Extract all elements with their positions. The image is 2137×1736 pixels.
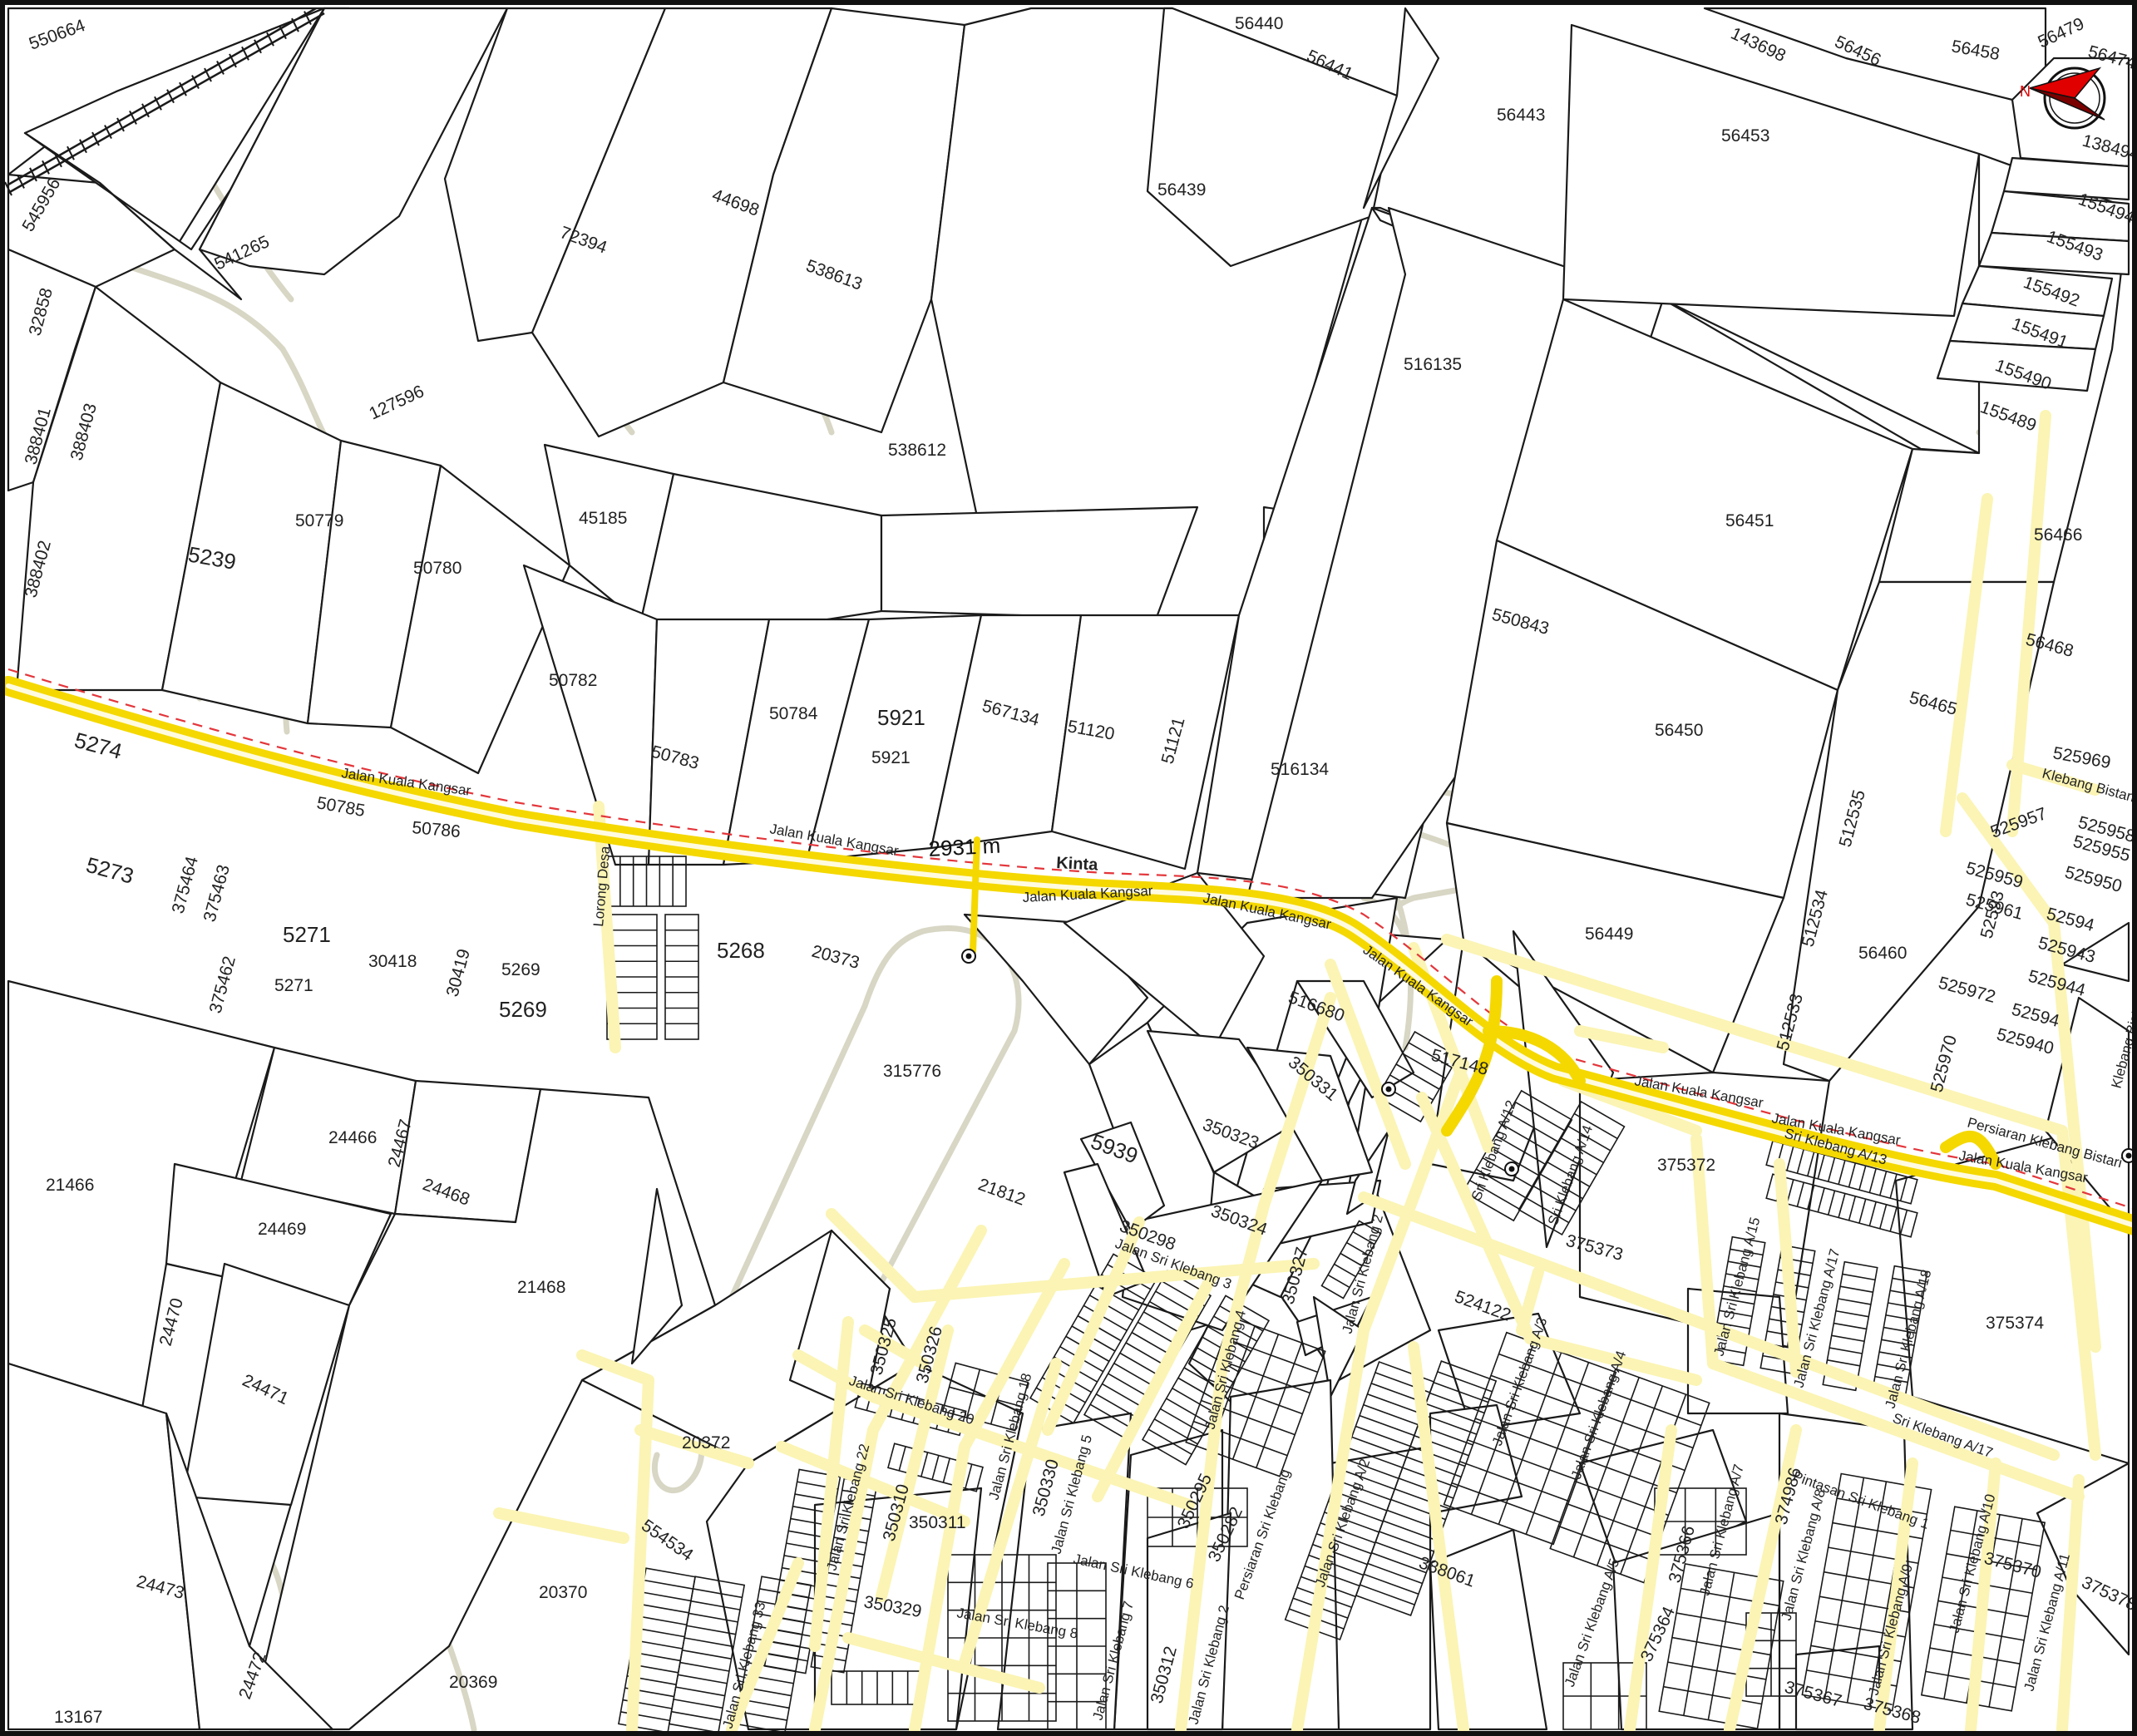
lot-label: 516135	[1404, 355, 1462, 374]
lot-label: 525970	[1927, 1033, 1961, 1095]
lot-label: 24469	[258, 1220, 306, 1239]
lot-label: 50779	[295, 511, 343, 530]
lot-label: 56450	[1655, 721, 1703, 740]
compass-letter: N	[2020, 83, 2031, 100]
lot-label: 20372	[682, 1433, 730, 1452]
lot-label: 52594	[2010, 1000, 2062, 1031]
lot-label: 538612	[888, 441, 946, 460]
terrace-lot-block	[1549, 1368, 1710, 1584]
lot-label: 50785	[315, 793, 367, 821]
lot-label: 50784	[769, 704, 818, 723]
lot-label: 5269	[501, 960, 540, 979]
lot-label: 5273	[83, 852, 136, 889]
lot-label: 21466	[46, 1176, 94, 1195]
lot-label: 375372	[1657, 1156, 1715, 1175]
terrace-lot-block	[1765, 1140, 1918, 1205]
lot-label: 50782	[549, 671, 597, 690]
lot-label: 45185	[579, 509, 627, 528]
lot-label: 375370	[1982, 1549, 2044, 1582]
lot-label: 56451	[1725, 511, 1774, 530]
terrace-lot-block	[1518, 1100, 1626, 1236]
lot-label: 375464	[169, 854, 202, 915]
lot-label: 516134	[1271, 760, 1329, 779]
lot-label: 56443	[1497, 106, 1545, 125]
lot-label: 5268	[717, 938, 765, 963]
lot-label: 56453	[1721, 126, 1769, 145]
lot-label: 525972	[1937, 974, 1998, 1007]
lot-label: 375463	[200, 863, 234, 925]
lot-label: 5274	[72, 727, 125, 764]
terrace-lot-block	[1047, 1562, 1107, 1730]
terrace-lot-block	[1443, 1331, 1617, 1546]
map-annotations: 2931 m Kinta	[928, 832, 1099, 874]
lot-label: 30418	[368, 952, 417, 971]
distance-label: 2931 m	[928, 832, 1001, 861]
lot-label: 56449	[1585, 925, 1633, 944]
road-label: Klebang Bistari	[2041, 766, 2136, 806]
lot-label: 375374	[1986, 1314, 2044, 1333]
main-road-jalan-kuala-kangsar[interactable]	[0, 668, 2137, 1236]
lot-label: 20369	[449, 1673, 497, 1692]
terrace-lot-block	[1320, 1220, 1382, 1300]
lot-label: 24466	[328, 1128, 377, 1147]
terrace-lot-block	[1822, 1260, 1878, 1392]
lot-label: 5269	[499, 997, 547, 1022]
lot-label: 525969	[2051, 743, 2112, 772]
lot-label: 525950	[2063, 863, 2125, 896]
lot-label: 56460	[1858, 944, 1907, 963]
terrace-lot-block	[1765, 1173, 1918, 1238]
lot-label: 50786	[412, 818, 461, 841]
lot-label: 50780	[413, 559, 461, 578]
lot-label: 127596	[366, 382, 427, 423]
lot-label: 56440	[1235, 14, 1283, 33]
lot-label: 56466	[2034, 525, 2082, 545]
lot-label: 21812	[975, 1175, 1028, 1210]
lot-label: 20373	[810, 942, 861, 973]
lot-label: 21468	[517, 1278, 565, 1297]
lot-label: 5271	[274, 976, 313, 995]
lot-label: 56439	[1157, 180, 1206, 200]
lot-label: 315776	[883, 1062, 941, 1081]
lot-label: 13167	[54, 1708, 102, 1727]
lot-label: 375462	[206, 954, 239, 1016]
road-label: Jalan Sri Klebang A/5	[1562, 1556, 1622, 1689]
lot-label: 350311	[909, 1513, 966, 1532]
lot-label: 5921	[871, 748, 911, 767]
terrace-lot-block	[664, 914, 699, 1040]
terrace-lot-block	[668, 1576, 746, 1734]
lot-label: 30419	[443, 947, 474, 999]
railway-layer	[4, 7, 325, 196]
lot-label: 5271	[283, 922, 331, 947]
lot-label: 5921	[877, 705, 925, 730]
place-label-kinta: Kinta	[1056, 854, 1099, 875]
compass-icon: N	[2020, 67, 2106, 130]
terrace-lot-block	[1562, 1662, 1647, 1730]
lot-label: 20370	[539, 1583, 587, 1602]
lot-label: 525940	[1995, 1025, 2056, 1058]
